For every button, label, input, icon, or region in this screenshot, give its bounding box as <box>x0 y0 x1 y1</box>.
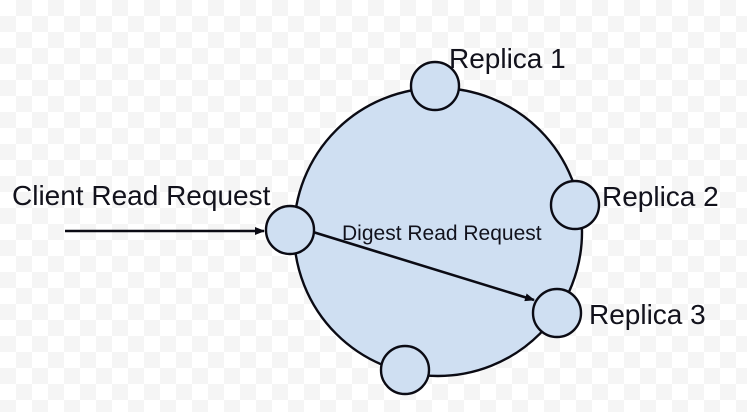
node-right-label: Replica 2 <box>602 181 719 212</box>
arrow-digest-read-request <box>312 230 535 302</box>
labels-group: Replica 1 Replica 2 Replica 3 Client Read R… <box>12 43 719 330</box>
node-coordinator[interactable] <box>264 204 316 256</box>
node-right[interactable] <box>549 179 601 231</box>
node-lower-right[interactable] <box>531 287 583 339</box>
arrow-client-read-request-label: Client Read Request <box>12 180 271 211</box>
node-top[interactable] <box>409 60 461 112</box>
nodes-group <box>264 60 601 396</box>
node-top-label: Replica 1 <box>449 43 566 74</box>
node-bottom[interactable] <box>379 344 431 396</box>
node-lower-right-label: Replica 3 <box>589 299 706 330</box>
arrow-digest-read-request-label: Digest Read Request <box>342 222 542 245</box>
arrows-group <box>65 227 535 302</box>
